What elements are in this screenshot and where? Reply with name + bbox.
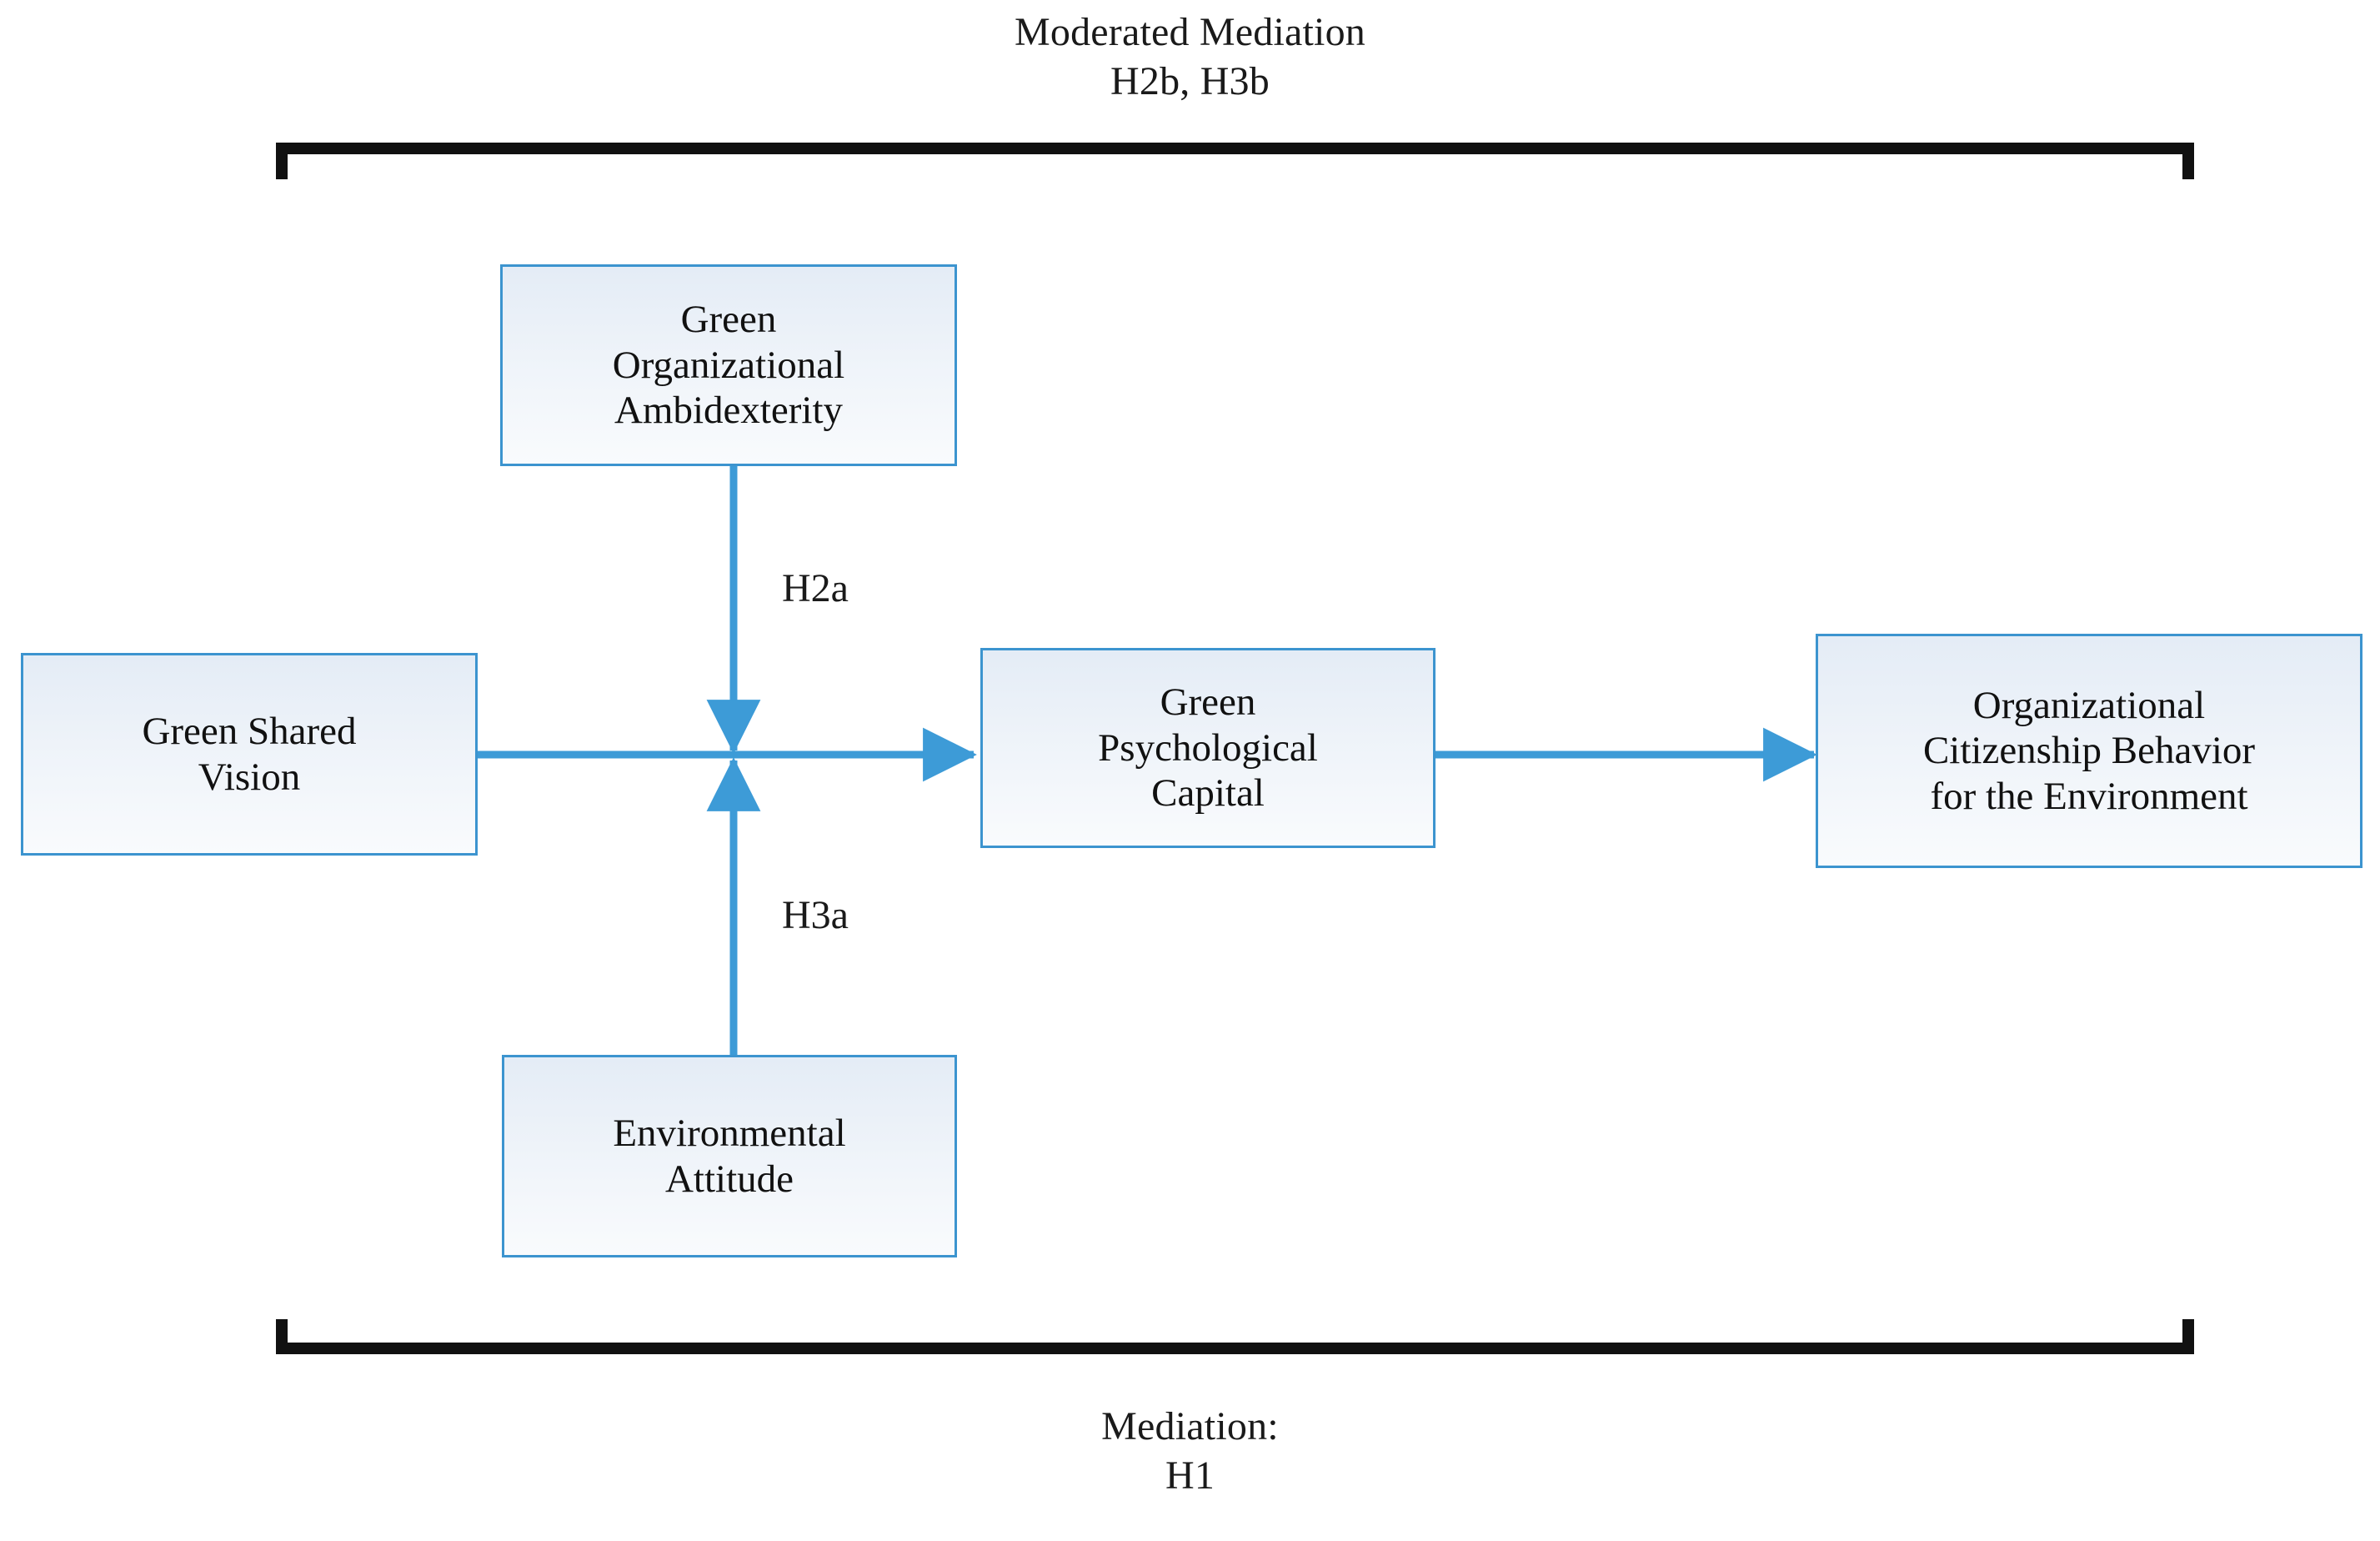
top-bracket-caption: Moderated Mediation H2b, H3b	[1014, 10, 1365, 103]
node-green-organizational-ambidexterity[interactable]: Green Organizational Ambidexterity	[500, 264, 957, 466]
node-green-psychological-capital[interactable]: Green Psychological Capital	[980, 648, 1436, 848]
bottom-bracket	[276, 1319, 2194, 1354]
path-label-h2a: H2a	[782, 566, 849, 610]
node-green-shared-vision[interactable]: Green Shared Vision	[21, 653, 478, 856]
top-bracket	[276, 143, 2194, 179]
node-environmental-attitude[interactable]: Environmental Attitude	[502, 1055, 957, 1257]
node-organizational-citizenship-behavior-for-the-environment[interactable]: Organizational Citizenship Behavior for …	[1816, 634, 2362, 868]
path-label-h3a: H3a	[782, 893, 849, 937]
bottom-bracket-caption: Mediation: H1	[1101, 1404, 1279, 1498]
